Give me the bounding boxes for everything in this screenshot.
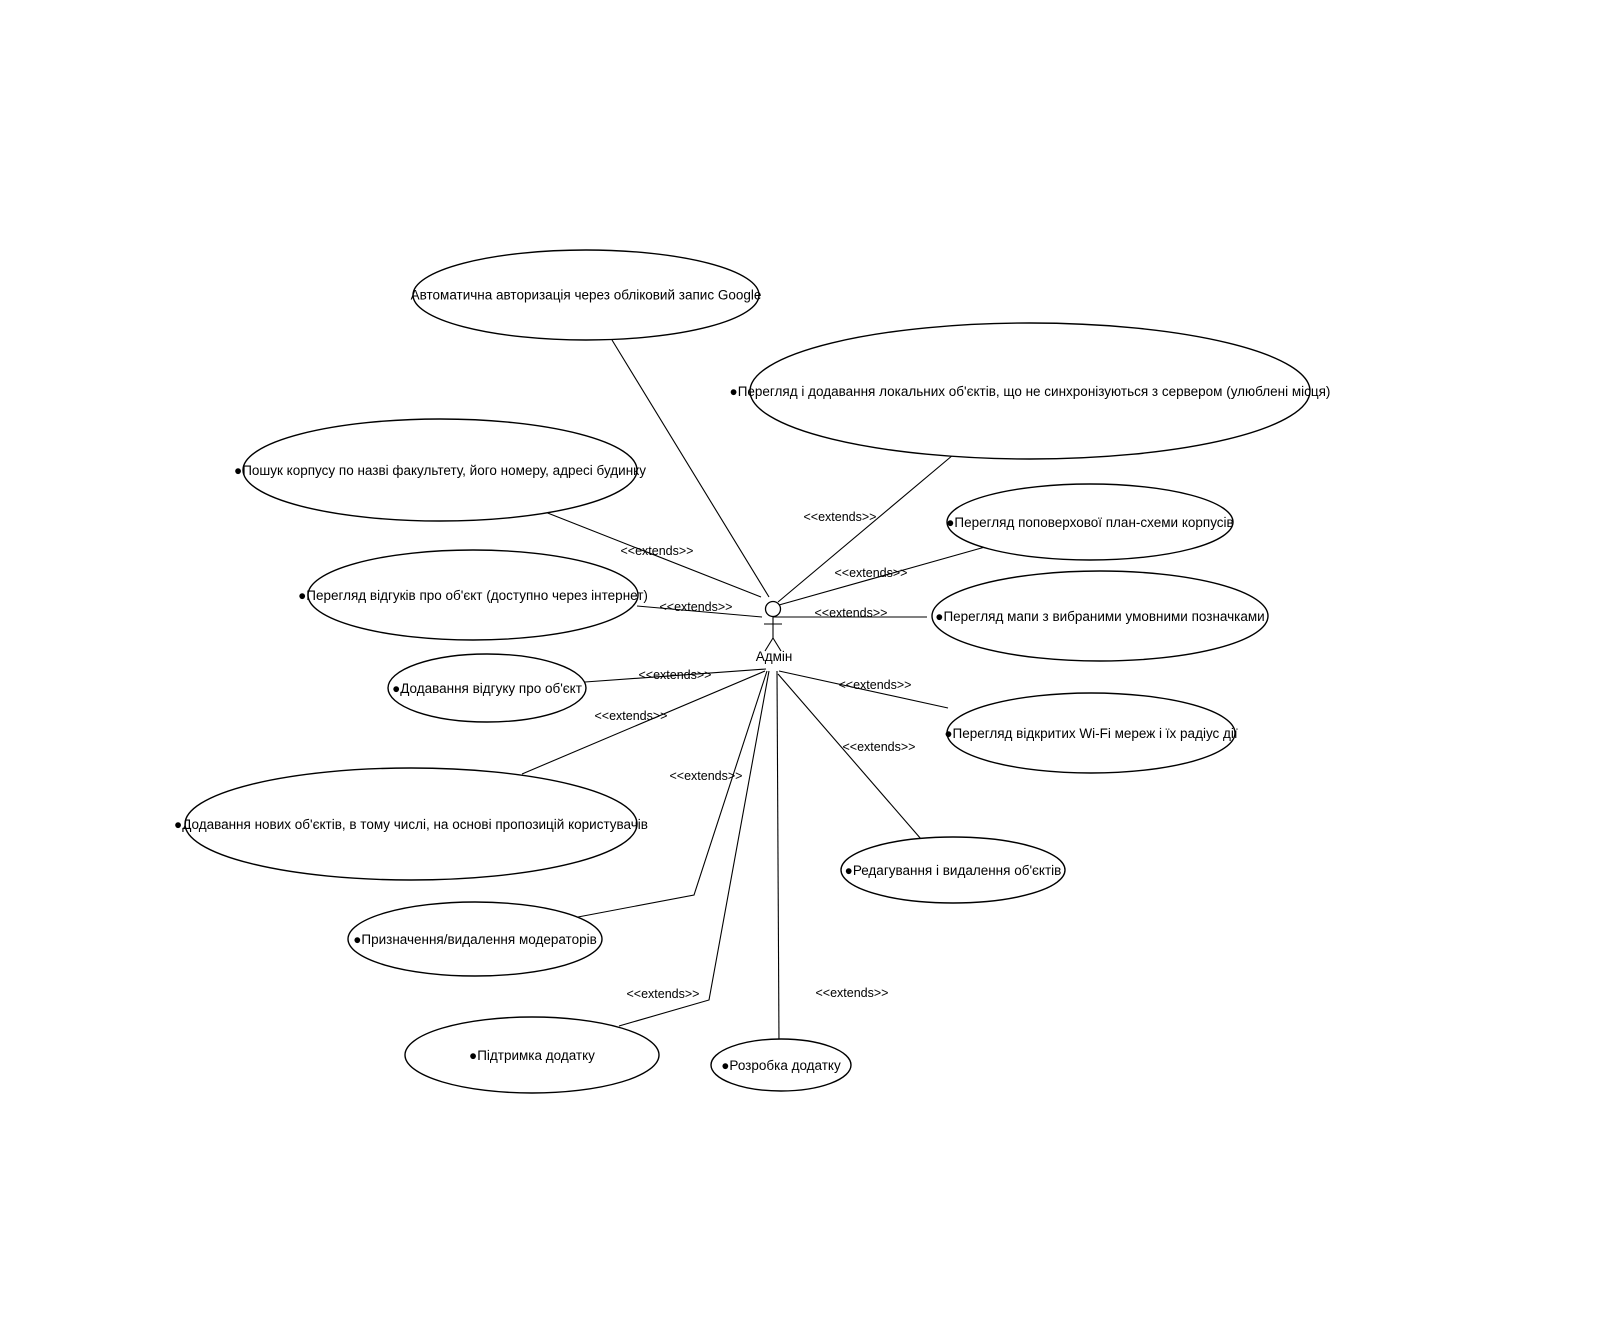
use-case-uc11[interactable]: ●Призначення/видалення модераторів [347,901,603,977]
use-case-label: ●Додавання відгуку про об'єкт [392,681,582,696]
use-case-label-text: Додавання нових об'єктів, в тому числі, … [182,817,648,832]
association-uc12 [618,670,770,1027]
use-case-label: ●Призначення/видалення модераторів [353,932,597,947]
extends-label: <<extends>> [639,668,712,682]
use-case-label-text: Підтримка додатку [477,1048,595,1063]
use-case-label: ●Перегляд і додавання локальних об'єктів… [730,384,1331,399]
extends-label: <<extends>> [815,606,888,620]
use-case-label-text: Розробка додатку [729,1058,841,1073]
extends-label: <<extends>> [660,600,733,614]
use-case-uc12[interactable]: ●Підтримка додатку [404,1016,660,1094]
use-case-label-text: Додавання відгуку про об'єкт [400,681,582,696]
bullet-icon: ● [721,1058,729,1073]
use-case-uc4[interactable]: ●Перегляд поповерхової план-схеми корпус… [946,483,1234,561]
stick-figure-actor-icon [764,600,782,652]
use-case-label: ●Підтримка додатку [469,1048,595,1063]
bullet-icon: ● [944,726,952,741]
bullet-icon: ● [353,932,361,947]
use-case-uc2[interactable]: ●Перегляд і додавання локальних об'єктів… [730,322,1331,460]
use-case-uc13[interactable]: ●Розробка додатку [710,1038,852,1092]
extends-label: <<extends>> [804,510,877,524]
association-lines [521,339,986,1046]
use-case-uc5[interactable]: ●Перегляд відгуків про об'єкт (доступно … [298,549,648,641]
use-case-label-text: Перегляд поповерхової план-схеми корпусі… [954,515,1233,530]
extends-label: <<extends>> [843,740,916,754]
bullet-icon: ● [298,588,306,603]
association-uc5 [636,605,763,618]
use-case-uc8[interactable]: ●Перегляд відкритих Wi-Fi мереж і їх рад… [944,692,1238,774]
use-case-label-text: Перегляд мапи з вибраними умовними позна… [943,609,1264,624]
bullet-icon: ● [392,681,400,696]
use-case-uc1[interactable]: Автоматична авторизація через обліковий … [411,249,762,341]
association-uc2 [777,454,954,603]
association-uc10 [777,673,922,840]
association-uc11 [577,670,768,918]
association-uc8 [778,670,949,709]
use-case-label: ●Додавання нових об'єктів, в тому числі,… [174,817,648,832]
extends-label: <<extends>> [621,544,694,558]
extends-label: <<extends>> [816,986,889,1000]
use-case-label-text: Редагування і видалення об'єктів [853,863,1062,878]
association-uc4 [778,546,986,606]
association-uc9 [521,670,766,775]
use-case-label: ●Редагування і видалення об'єктів [845,863,1062,878]
extends-label: <<extends>> [627,987,700,1001]
use-case-label: ●Перегляд поповерхової план-схеми корпус… [946,515,1233,530]
use-case-label-text: Пошук корпусу по назві факультету, його … [242,463,646,478]
use-case-label: Автоматична авторизація через обліковий … [411,288,762,303]
bullet-icon: ● [845,863,853,878]
extends-label: <<extends>> [595,709,668,723]
bullet-icon: ● [935,609,943,624]
use-case-label-text: Перегляд і додавання локальних об'єктів,… [738,384,1331,399]
actor-name: Адмін [756,649,793,664]
use-case-label: ●Пошук корпусу по назві факультету, його… [234,463,646,478]
use-case-uc9[interactable]: ●Додавання нових об'єктів, в тому числі,… [174,767,648,881]
use-case-label: ●Перегляд відкритих Wi-Fi мереж і їх рад… [944,726,1238,741]
use-case-label: ●Перегляд відгуків про об'єкт (доступно … [298,588,648,603]
use-case-uc10[interactable]: ●Редагування і видалення об'єктів [840,836,1066,904]
extends-labels: <<extends>> <<extends>> <<extends>> <<ex… [595,510,916,1001]
use-case-uc7[interactable]: ●Додавання відгуку про об'єкт [387,653,587,723]
use-case-label-text: Призначення/видалення модераторів [361,932,596,947]
use-case-label-text: Перегляд відкритих Wi-Fi мереж і їх раді… [952,726,1237,741]
association-uc13 [776,670,780,1046]
actor-admin[interactable]: Адмін [756,600,793,665]
use-case-uc3[interactable]: ●Пошук корпусу по назві факультету, його… [234,418,646,522]
bullet-icon: ● [730,384,738,399]
association-uc7 [584,668,767,683]
extends-label: <<extends>> [670,769,743,783]
use-case-label-text: Перегляд відгуків про об'єкт (доступно ч… [306,588,648,603]
use-case-label: ●Перегляд мапи з вибраними умовними позн… [935,609,1264,624]
bullet-icon: ● [469,1048,477,1063]
use-case-label: ●Розробка додатку [721,1058,841,1073]
use-case-uc6[interactable]: ●Перегляд мапи з вибраними умовними позн… [931,570,1269,662]
extends-label: <<extends>> [839,678,912,692]
use-cases: Автоматична авторизація через обліковий … [174,249,1331,1094]
extends-label: <<extends>> [835,566,908,580]
bullet-icon: ● [234,463,242,478]
association-uc3 [539,509,762,598]
bullet-icon: ● [174,817,182,832]
bullet-icon: ● [946,515,954,530]
association-uc1 [611,339,770,598]
